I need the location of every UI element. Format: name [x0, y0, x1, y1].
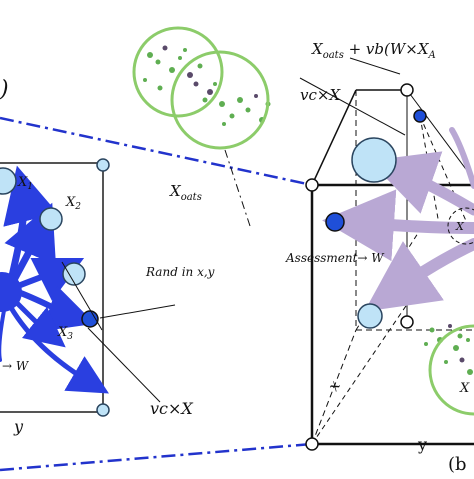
corner-node [96, 158, 110, 172]
label-vcx-left: vc×X [150, 399, 193, 418]
label-rand: Rand in x,y [145, 265, 215, 279]
swarm-center [0, 272, 22, 312]
agent-node-x3 [81, 310, 99, 328]
right-panel: X X Xoats + vb(W×XA vc×X Assessment→ W x… [285, 40, 474, 475]
agent-node-x2 [39, 207, 63, 231]
label-left-paren: ) [0, 77, 9, 102]
agent-node [62, 262, 86, 286]
green-rings [132, 26, 271, 227]
scatter-cloud [143, 45, 271, 126]
center-target [447, 207, 474, 245]
label-y-left: y [13, 417, 24, 436]
agent-node-blue [325, 212, 345, 232]
agent-node-blue-small [413, 109, 427, 123]
label-assessment: Assessment→ W [285, 251, 385, 265]
label-vcx-right: vc×X [300, 86, 341, 104]
label-x-oats: Xoats [169, 182, 202, 203]
corner-node [96, 403, 110, 417]
corner-node [305, 178, 319, 192]
left-panel: X1 X2 X3 → W y vc×X Rand in x,y Xoats ) [0, 77, 215, 436]
corner-node [400, 315, 414, 329]
label-x-axis: x [324, 377, 344, 394]
agent-node [357, 303, 383, 329]
connector-lines [0, 116, 313, 472]
corner-node [400, 83, 414, 97]
corner-node [305, 437, 319, 451]
label-x3: X3 [57, 325, 73, 342]
label-formula: Xoats + vb(W×XA [311, 40, 436, 61]
label-x-center: X [455, 220, 465, 233]
label-y-axis: y [417, 435, 427, 454]
lavender-arrows [322, 127, 474, 312]
label-x-right: X [459, 381, 470, 396]
label-x1: X1 [17, 175, 33, 192]
label-x2: X2 [65, 195, 81, 212]
label-w-left: → W [2, 359, 30, 373]
label-panel-b: (b [448, 454, 467, 474]
agent-node-x1 [0, 167, 17, 195]
agent-node-large [351, 137, 397, 183]
